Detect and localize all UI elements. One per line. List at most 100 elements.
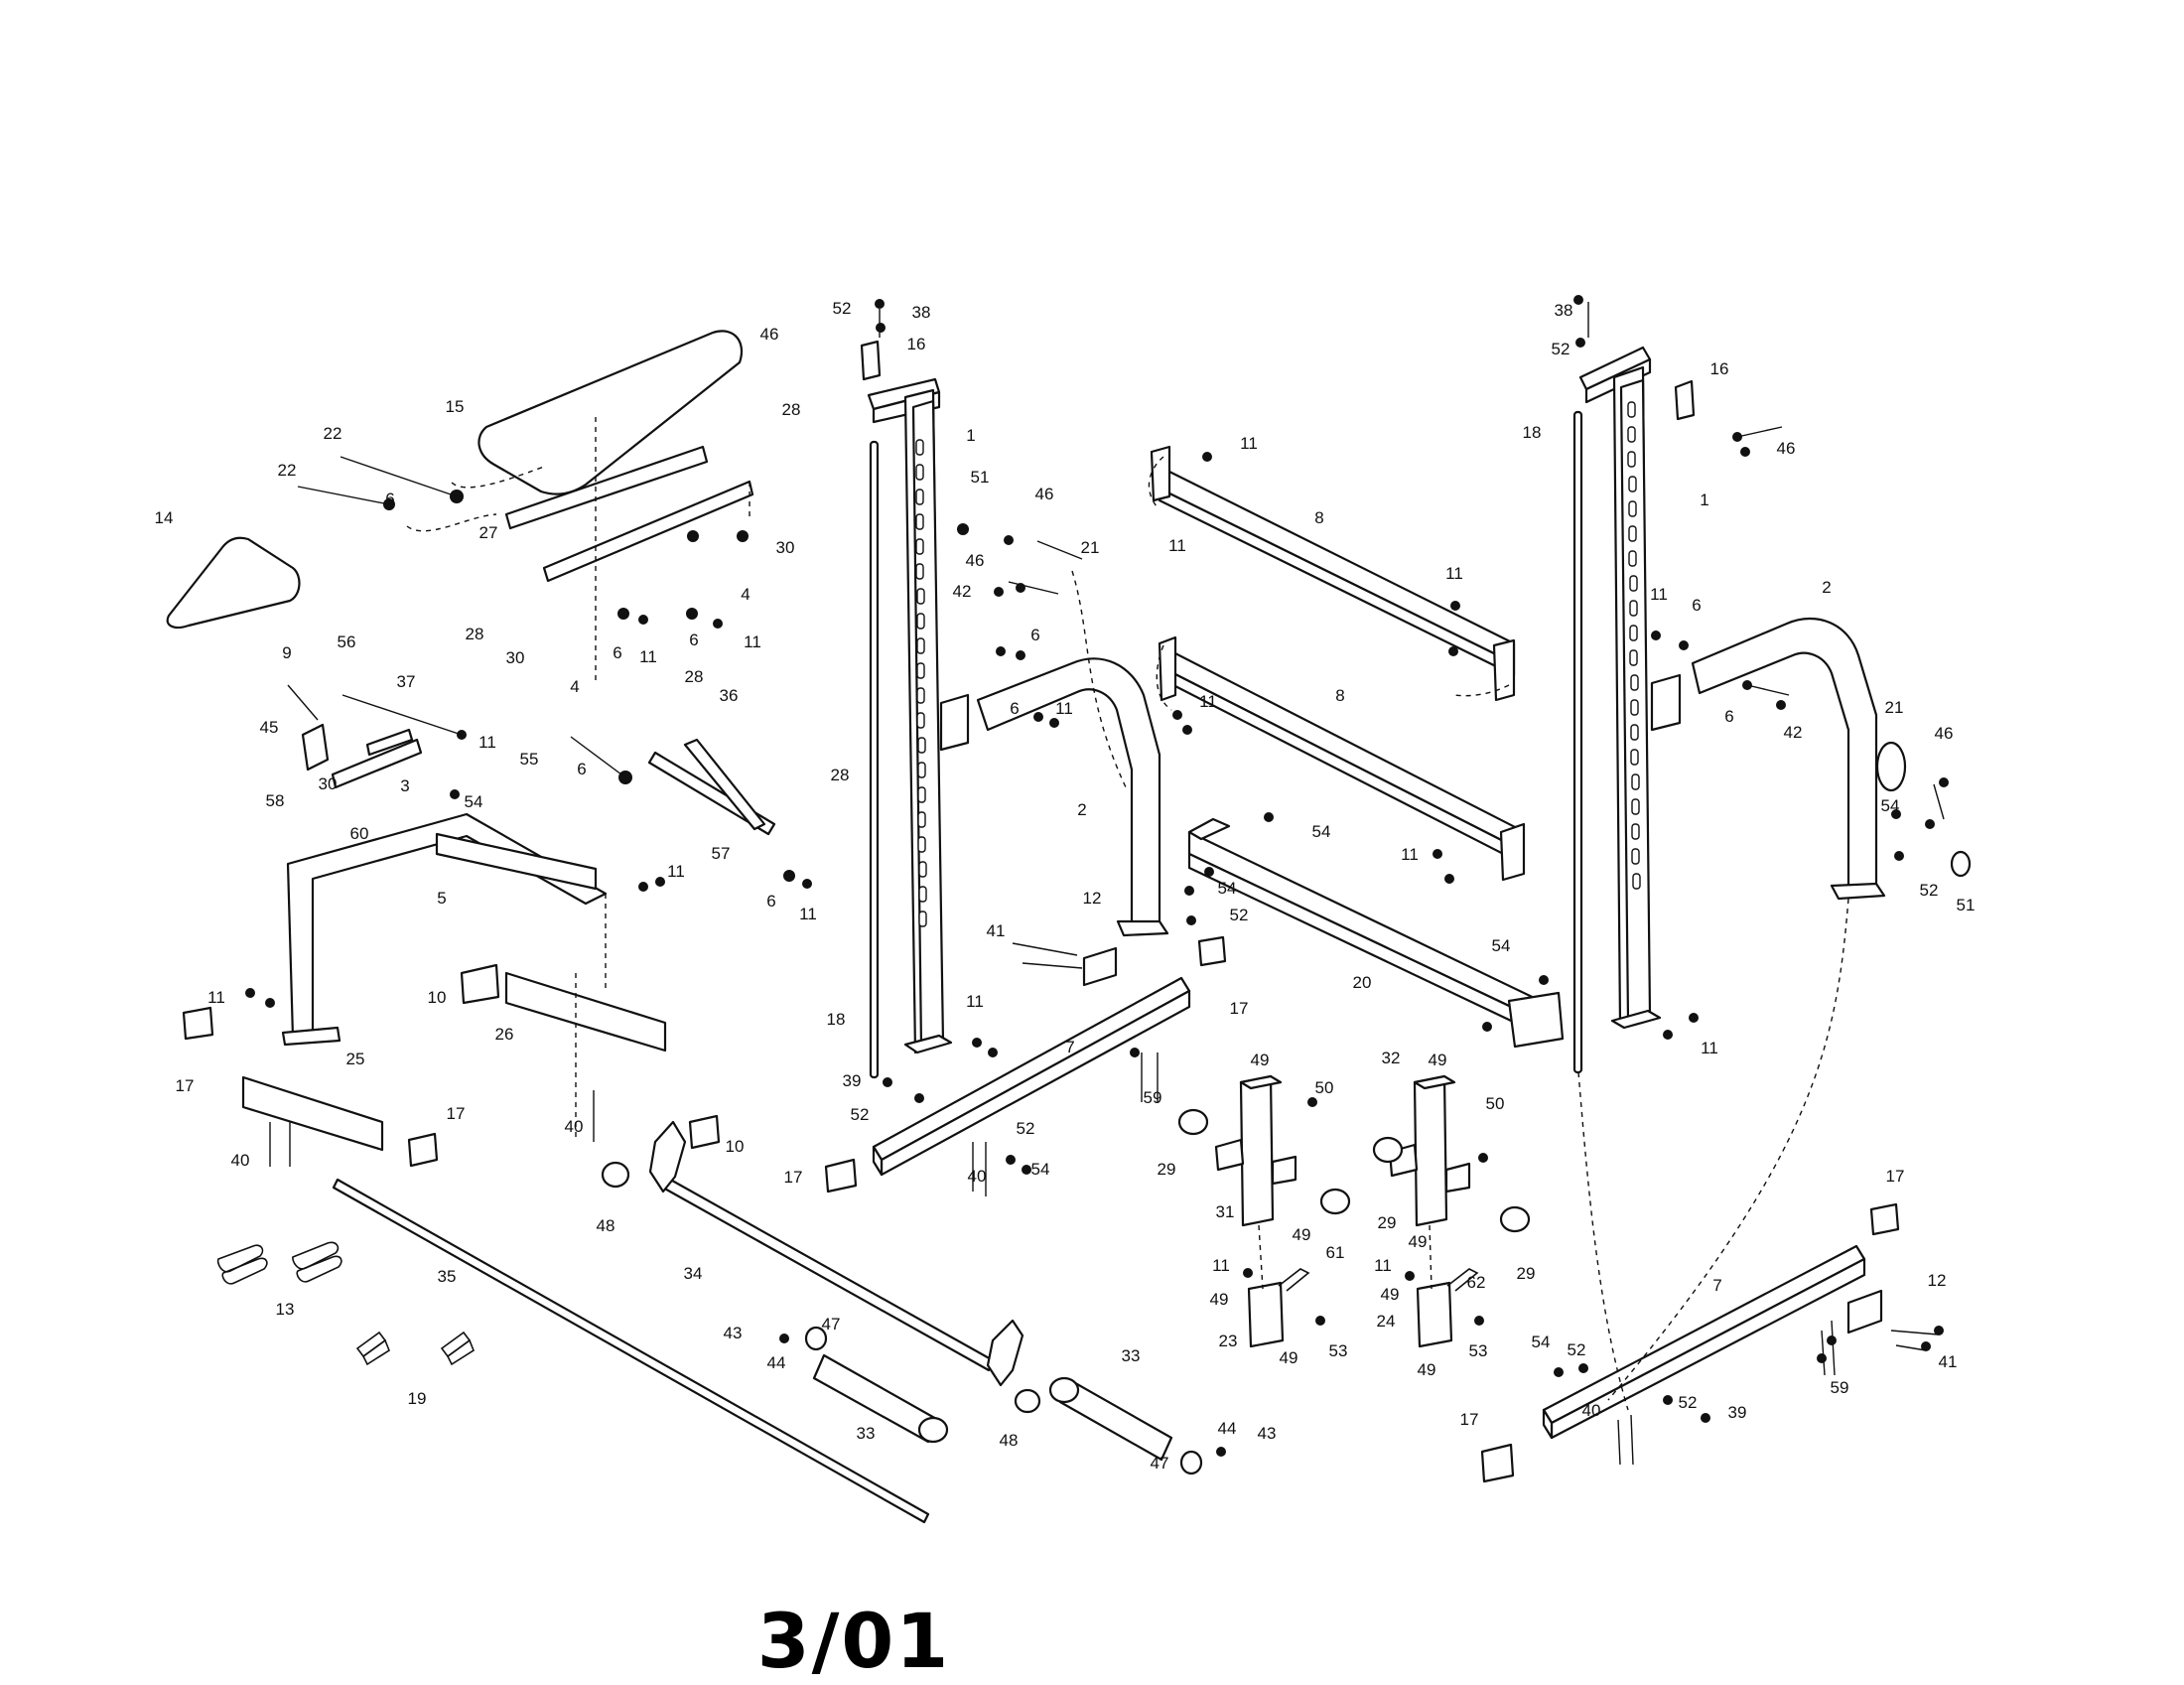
callout-39: 39 — [843, 1071, 862, 1090]
sleeves — [1177, 1074, 1531, 1348]
callout-11: 11 — [1445, 564, 1463, 583]
callout-42: 42 — [1784, 723, 1803, 742]
callout-17: 17 — [1230, 999, 1249, 1018]
callout-13: 13 — [276, 1300, 295, 1319]
callout-10: 10 — [726, 1137, 745, 1156]
callout-32: 32 — [1382, 1049, 1401, 1067]
callout-3: 3 — [400, 776, 409, 795]
callout-54: 54 — [465, 792, 483, 811]
callout-26: 26 — [495, 1025, 514, 1044]
callout-49: 49 — [1381, 1285, 1400, 1304]
callout-30: 30 — [319, 774, 338, 793]
callout-15: 15 — [446, 397, 465, 416]
callout-28: 28 — [831, 766, 850, 784]
callout-41: 41 — [987, 921, 1006, 940]
upright-right — [1572, 346, 1696, 1074]
callout-11: 11 — [1240, 434, 1258, 453]
callout-40: 40 — [231, 1151, 250, 1170]
callout-47: 47 — [822, 1315, 841, 1334]
callout-11: 11 — [667, 862, 685, 881]
callout-33: 33 — [1122, 1346, 1141, 1365]
callout-55: 55 — [520, 750, 539, 769]
callout-49: 49 — [1293, 1225, 1311, 1244]
callout-52: 52 — [1552, 340, 1570, 358]
callout-52: 52 — [1017, 1119, 1035, 1138]
assembly-paths — [406, 417, 1849, 1411]
callout-6: 6 — [577, 760, 586, 778]
callout-11: 11 — [1701, 1039, 1718, 1057]
callout-37: 37 — [397, 672, 416, 691]
callout-28: 28 — [466, 625, 484, 643]
callout-11: 11 — [744, 632, 761, 651]
callout-11: 11 — [1055, 699, 1073, 718]
callout-49: 49 — [1418, 1360, 1436, 1379]
callout-21: 21 — [1885, 698, 1904, 717]
callout-51: 51 — [1957, 896, 1976, 914]
callout-49: 49 — [1409, 1232, 1428, 1251]
callout-25: 25 — [346, 1050, 365, 1068]
callout-54: 54 — [1492, 936, 1511, 955]
callout-59: 59 — [1831, 1378, 1849, 1397]
upright-right-holes — [1627, 401, 1641, 890]
callout-42: 42 — [953, 582, 972, 601]
callout-6: 6 — [1010, 699, 1019, 718]
callout-18: 18 — [1523, 423, 1542, 442]
callout-11: 11 — [1650, 585, 1668, 604]
callout-11: 11 — [639, 647, 657, 666]
callout-45: 45 — [260, 718, 279, 737]
callout-47: 47 — [1151, 1454, 1169, 1473]
callout-49: 49 — [1210, 1290, 1229, 1309]
callout-17: 17 — [784, 1168, 803, 1187]
callout-17: 17 — [176, 1076, 195, 1095]
callout-56: 56 — [338, 632, 356, 651]
callout-58: 58 — [266, 791, 285, 810]
callout-12: 12 — [1083, 889, 1102, 908]
callout-61: 61 — [1326, 1243, 1345, 1262]
callout-10: 10 — [428, 988, 447, 1007]
callout-1: 1 — [1700, 491, 1708, 509]
callout-8: 8 — [1335, 686, 1344, 705]
callout-1: 1 — [966, 426, 975, 445]
callout-40: 40 — [968, 1167, 987, 1186]
upright-left-holes — [915, 439, 927, 927]
callout-34: 34 — [684, 1264, 703, 1283]
arch-bar-left — [976, 657, 1169, 937]
callout-49: 49 — [1251, 1051, 1270, 1069]
callout-11: 11 — [478, 733, 496, 752]
callout-50: 50 — [1486, 1094, 1505, 1113]
barbell-parts — [332, 1120, 1203, 1524]
callout-17: 17 — [1460, 1410, 1479, 1429]
callout-52: 52 — [833, 299, 852, 318]
callout-60: 60 — [350, 824, 369, 843]
callout-30: 30 — [776, 538, 795, 557]
callout-6: 6 — [766, 892, 775, 911]
callout-43: 43 — [724, 1324, 743, 1342]
callout-6: 6 — [1692, 596, 1701, 615]
callout-11: 11 — [966, 992, 984, 1011]
callout-11: 11 — [799, 905, 817, 923]
callout-43: 43 — [1258, 1424, 1277, 1443]
callout-29: 29 — [1378, 1213, 1397, 1232]
hardware — [245, 295, 1949, 1466]
callout-6: 6 — [1030, 626, 1039, 644]
callout-31: 31 — [1216, 1202, 1235, 1221]
callout-59: 59 — [1144, 1088, 1162, 1107]
callout-44: 44 — [767, 1353, 786, 1372]
callout-29: 29 — [1158, 1160, 1176, 1179]
callout-23: 23 — [1219, 1332, 1238, 1350]
callout-54: 54 — [1881, 796, 1900, 815]
callout-49: 49 — [1280, 1348, 1298, 1367]
callout-53: 53 — [1329, 1341, 1348, 1360]
callout-38: 38 — [912, 303, 931, 322]
callout-6: 6 — [385, 490, 394, 508]
callout-40: 40 — [1582, 1401, 1601, 1420]
callout-52: 52 — [1568, 1340, 1586, 1359]
cross-bars — [1150, 445, 1565, 1049]
callout-48: 48 — [597, 1216, 615, 1235]
base-tube-right — [1480, 1202, 1900, 1483]
callout-16: 16 — [907, 335, 926, 353]
callout-28: 28 — [685, 667, 704, 686]
callout-27: 27 — [479, 523, 498, 542]
